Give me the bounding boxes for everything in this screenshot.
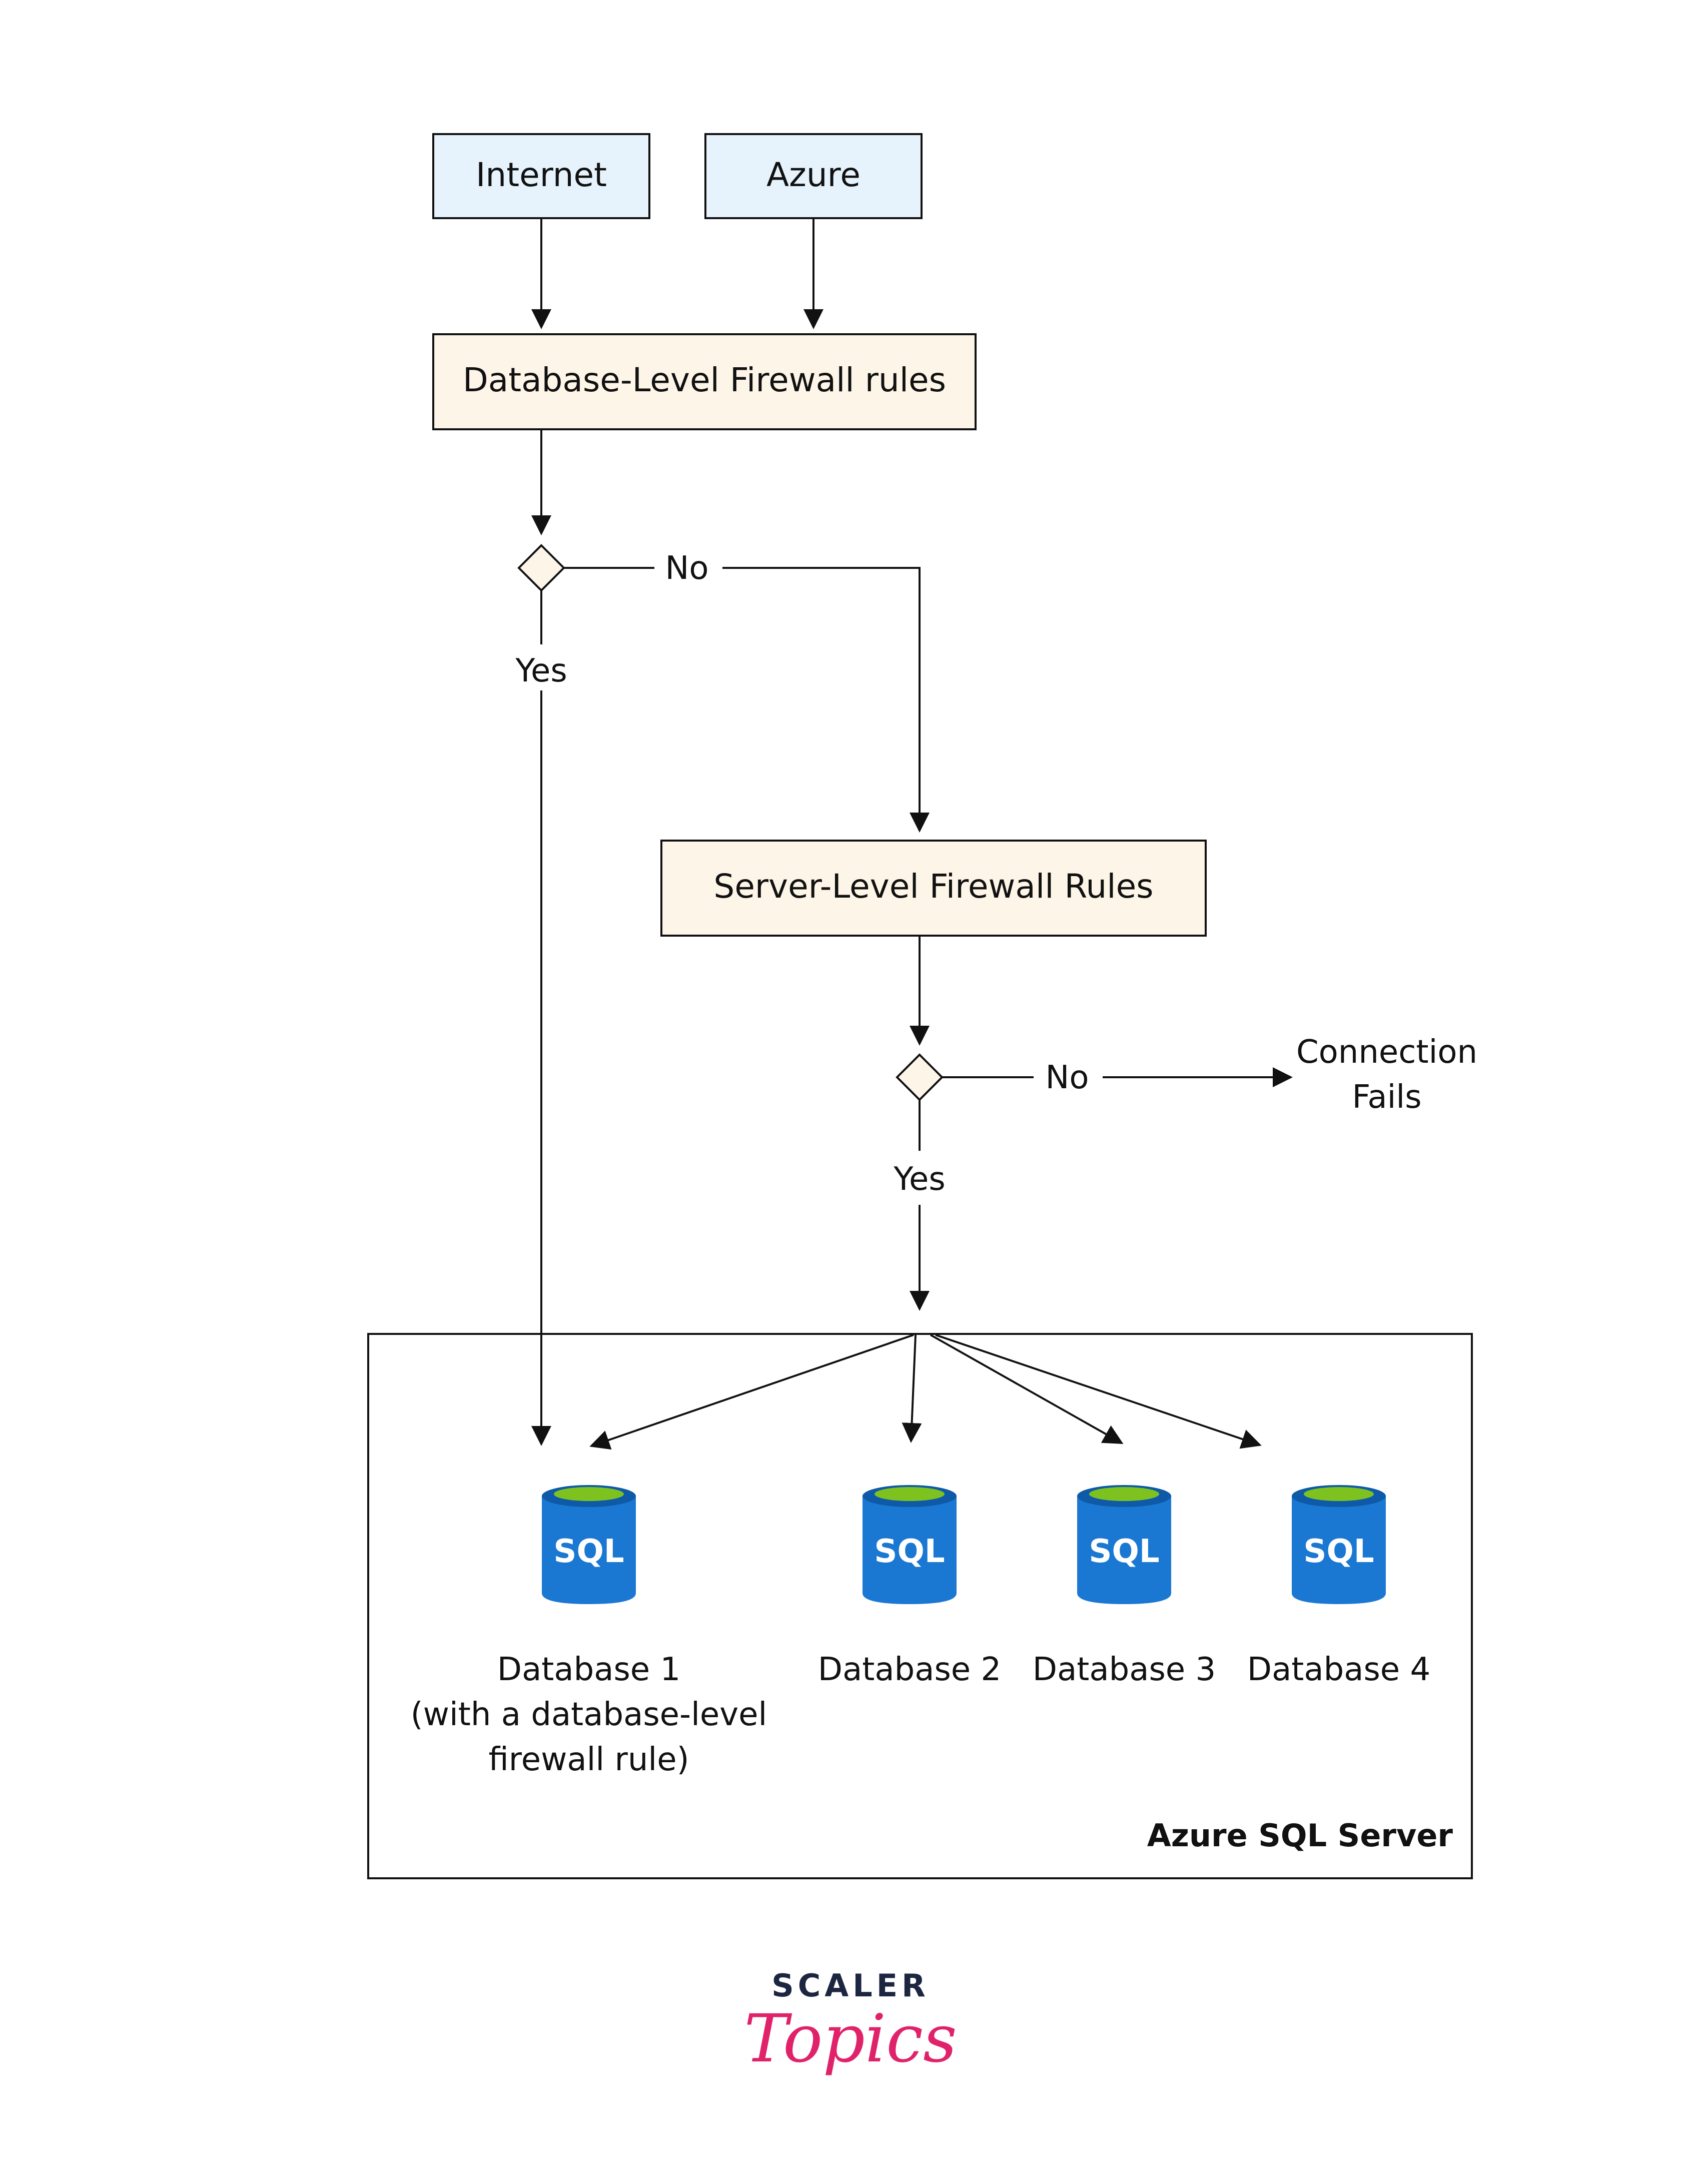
fanout-arrow-database-2	[902, 1334, 922, 1443]
scaler-topics-logo: SCALER Topics	[744, 1967, 957, 2077]
decision-2-diamond	[896, 1053, 944, 1101]
db-firewall-node: Database-Level Firewall rules	[432, 333, 977, 430]
database-2-label: Database 2	[818, 1651, 1001, 1688]
fanout-arrow-database-3	[930, 1334, 1124, 1444]
logo-topics-text: Topics	[744, 2000, 957, 2077]
decision-1-yes-label: Yes	[515, 652, 567, 689]
database-2: SQL Database 2	[818, 1485, 1001, 1688]
sql-database-icon: SQL	[863, 1485, 957, 1604]
internet-label: Internet	[476, 156, 607, 194]
fanout-arrow-database-1	[589, 1334, 914, 1450]
svg-text:SQL: SQL	[1089, 1533, 1159, 1570]
decision-1-no-arrow	[722, 567, 930, 833]
server-firewall-label: Server-Level Firewall Rules	[713, 867, 1153, 906]
sql-database-icon: SQL	[1077, 1485, 1171, 1604]
database-1-label-line-1: Database 1	[497, 1651, 680, 1688]
azure-label: Azure	[766, 156, 861, 194]
decision-1-diamond	[517, 544, 565, 592]
logo-scaler-text: SCALER	[771, 1967, 930, 2004]
decision-2-yes-label: Yes	[893, 1161, 945, 1198]
azure-node: Azure	[704, 133, 923, 219]
sql-database-icon: SQL	[542, 1485, 636, 1604]
svg-text:SQL: SQL	[874, 1533, 945, 1570]
database-4-label: Database 4	[1247, 1651, 1430, 1688]
decision-1-no-label: No	[665, 550, 708, 587]
fanout-arrow-database-4	[935, 1334, 1262, 1449]
internet-box	[432, 133, 650, 219]
internet-node: Internet	[432, 133, 650, 219]
sql-database-icon: SQL	[1292, 1485, 1386, 1604]
database-3-label: Database 3	[1033, 1651, 1216, 1688]
azure-sql-server-container	[367, 1333, 1473, 1879]
azure-sql-server-label: Azure SQL Server	[1147, 1817, 1453, 1854]
server-firewall-node: Server-Level Firewall Rules	[660, 840, 1207, 937]
server-firewall-box	[660, 840, 1207, 937]
database-4: SQL Database 4	[1247, 1485, 1430, 1688]
database-1: SQL Database 1 (with a database-level fi…	[411, 1485, 767, 1778]
svg-text:SQL: SQL	[1303, 1533, 1374, 1570]
database-1-label-line-2: (with a database-level	[411, 1696, 767, 1733]
db-firewall-label: Database-Level Firewall rules	[463, 361, 946, 399]
connection-fails-line-1: Connection	[1296, 1034, 1477, 1071]
azure-box	[704, 133, 923, 219]
svg-text:SQL: SQL	[553, 1533, 624, 1570]
database-3: SQL Database 3	[1033, 1485, 1216, 1688]
connection-fails-line-2: Fails	[1352, 1079, 1421, 1116]
db-firewall-box	[432, 333, 977, 430]
database-1-label-line-3: firewall rule)	[488, 1741, 689, 1778]
decision-2-no-label: No	[1045, 1059, 1089, 1096]
